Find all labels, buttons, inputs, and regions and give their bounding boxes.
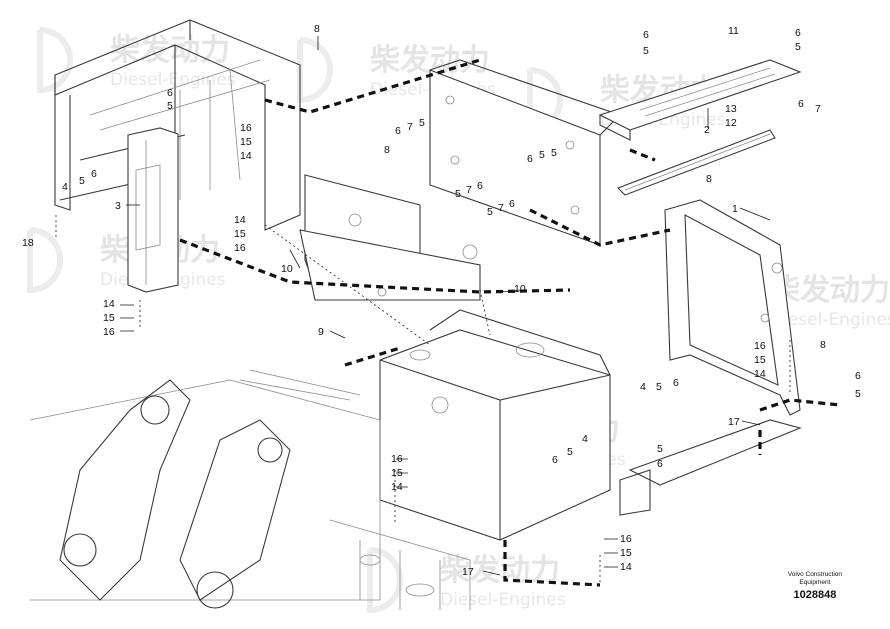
callout-16: 16: [754, 340, 766, 352]
callout-6: 6: [657, 458, 663, 470]
callout-4: 4: [582, 433, 588, 445]
assembly-dashed-lines: [179, 58, 841, 587]
callout-13: 13: [725, 103, 737, 115]
part-1-frame: [664, 199, 801, 416]
callout-5: 5: [455, 188, 461, 200]
callout-8-mid: 8: [384, 144, 390, 156]
callout-12: 12: [725, 117, 737, 129]
leader-lines: [120, 36, 771, 576]
callout-6: 6: [552, 454, 558, 466]
callout-8-top: 8: [314, 23, 320, 35]
callout-6: 7: [815, 103, 821, 115]
callout-7: 5: [539, 149, 545, 161]
rear-panel: [429, 59, 622, 246]
callout-15: 15: [620, 547, 632, 559]
callout-6: 6: [527, 153, 533, 165]
caption-line-2: Equipment: [799, 579, 831, 586]
callout-15: 15: [240, 136, 252, 148]
callout-6: 6: [477, 180, 483, 192]
callout-14: 14: [240, 150, 252, 162]
callout-3: 3: [115, 200, 121, 212]
callout-17: 17: [728, 416, 740, 428]
callout-5: 5: [419, 117, 425, 129]
callout-6: 6: [167, 87, 173, 99]
callout-14: 14: [103, 298, 115, 310]
callout-14: 14: [754, 368, 766, 380]
callout-8-far-right: 8: [820, 339, 826, 351]
callout-15: 15: [754, 354, 766, 366]
svg-text:Diesel-Engines: Diesel-Engines: [440, 590, 566, 610]
callout-5: 5: [79, 175, 85, 187]
callout-16: 16: [240, 122, 252, 134]
callout-6: 6: [673, 377, 679, 389]
callout-10: 10: [514, 283, 526, 295]
assembly-dotted-lines: [55, 215, 791, 585]
callout-6: 6: [91, 168, 97, 180]
callout-16: 16: [103, 326, 115, 338]
callout-18: 18: [22, 237, 34, 249]
callout-5: 5: [795, 41, 801, 53]
part-2-bracket: [598, 59, 802, 141]
callout-16: 16: [620, 533, 632, 545]
svg-text:Diesel-Engines: Diesel-Engines: [770, 310, 890, 330]
callout-16: 16: [391, 453, 403, 465]
callout-11: 11: [728, 25, 739, 37]
callout-2: 2: [704, 124, 710, 136]
callout-5: 5: [657, 443, 663, 455]
svg-text:柴发动力: 柴发动力: [770, 273, 890, 308]
callout-6: 6: [643, 29, 649, 41]
callout-6: 6: [509, 198, 515, 210]
drawing-number: 1028848: [793, 589, 837, 601]
callout-7: 7: [466, 184, 472, 196]
drawing-caption: Volvo Construction Equipment 1028848: [788, 571, 842, 601]
callout-15: 15: [234, 228, 246, 240]
callout-15: 15: [391, 467, 403, 479]
callout-5: 5: [855, 388, 861, 400]
callout-14: 14: [391, 481, 403, 493]
caption-line-1: Volvo Construction: [787, 571, 842, 578]
callout-5: 5: [643, 45, 649, 57]
part-3-channel: [127, 127, 179, 293]
middle-panel: [299, 174, 481, 301]
svg-text:柴发动力: 柴发动力: [110, 33, 230, 68]
callout-17: 17: [462, 566, 474, 578]
callout-6: 6: [395, 125, 401, 137]
callout-14: 14: [234, 214, 246, 226]
base-plate: [619, 419, 802, 516]
callout-5: 5: [551, 147, 557, 159]
machine-chassis: [29, 369, 471, 610]
callout-1: 1: [732, 203, 738, 215]
callout-5: 5: [656, 381, 662, 393]
callout-10: 10: [281, 263, 293, 275]
callout-8-right: 8: [706, 173, 712, 185]
callout-7: 7: [407, 121, 413, 133]
callout-4: 4: [62, 181, 68, 193]
callout-15: 15: [103, 312, 115, 324]
svg-text:Diesel-Engines: Diesel-Engines: [110, 70, 236, 90]
callout-5: 6: [798, 98, 804, 110]
callout-14: 14: [620, 561, 632, 573]
callout-4: 4: [640, 381, 646, 393]
callout-5: 5: [567, 446, 573, 458]
callout-labels: 8 6 5 11 6 5 6 5 4 5 6 18 3 16 15 14 6 7…: [22, 23, 861, 578]
central-box: [379, 309, 611, 541]
callout-6: 6: [855, 370, 861, 382]
callout-7: 7: [498, 202, 504, 214]
callout-9: 9: [318, 326, 324, 338]
callout-5: 5: [167, 100, 173, 112]
grille-strip: [617, 129, 776, 196]
callout-16: 16: [234, 242, 246, 254]
callout-6: 6: [795, 27, 801, 39]
callout-5: 5: [487, 206, 493, 218]
